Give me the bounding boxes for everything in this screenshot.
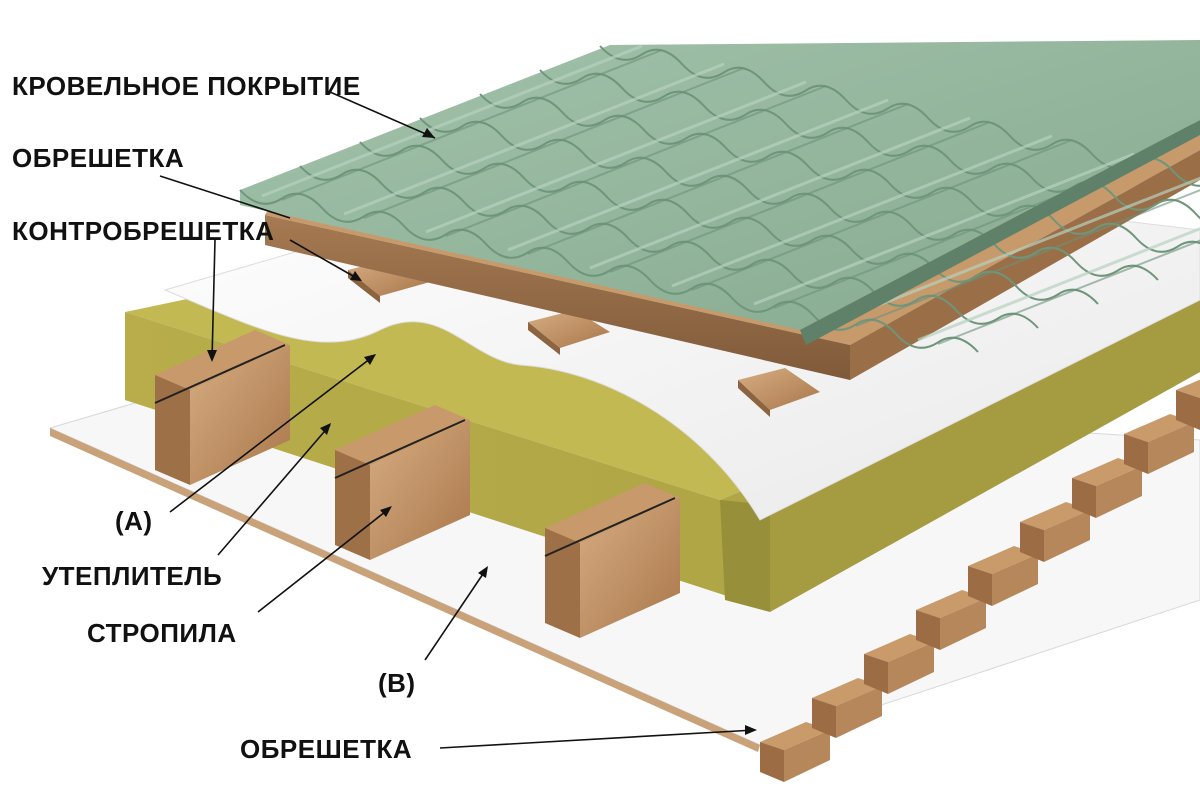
leader-counter-batten (289, 239, 361, 281)
tile-ridge-highlight (343, 62, 725, 216)
bottom-batten-side (760, 742, 784, 782)
tile-ridge-highlight (753, 152, 1135, 306)
rafters (154, 330, 680, 638)
rafter-seam (334, 419, 466, 479)
bottom-batten-front (836, 686, 882, 738)
bottom-battens (760, 379, 1200, 782)
rafter-side (545, 528, 580, 638)
leader-counter-batten-down (211, 239, 216, 361)
bottom-batten-front (940, 598, 986, 650)
bottom-batten-front (888, 642, 934, 694)
bottom-batten-side (968, 566, 992, 606)
label-membrane-b: (В) (378, 668, 416, 698)
bottom-batten-side (812, 698, 836, 738)
label-counter-batten: КОНТРОБРЕШЕТКА (12, 216, 274, 246)
label-batten-bottom: ОБРЕШЕТКА (240, 734, 412, 764)
bottom-batten (1176, 379, 1200, 398)
rafter-seam (544, 497, 676, 557)
bottom-batten-front (1148, 422, 1194, 474)
tile-row-edge (479, 93, 1200, 253)
bottom-batten-side (1124, 434, 1148, 474)
leader-roof-covering (329, 91, 436, 139)
tile-ridge-shadow (363, 67, 745, 219)
tile-row-edge (299, 165, 1039, 329)
tile-ridge-shadow (281, 49, 663, 201)
label-membrane-a: (А) (115, 506, 153, 536)
leader-rafters (257, 507, 391, 613)
tile-ridge-highlight (425, 80, 807, 234)
tile-ridge-highlight (589, 116, 971, 270)
tile-ridge-shadow (691, 139, 1073, 291)
rafter-end (580, 498, 680, 638)
leader-lines (159, 91, 757, 749)
tile-ridge-shadow (527, 103, 909, 255)
rafter-end (370, 420, 470, 560)
leader-batten-top (159, 175, 291, 219)
tile-row-edge (599, 45, 1200, 187)
rafter-top (545, 483, 680, 543)
rafter-end (190, 345, 290, 485)
rafter-side (155, 375, 190, 485)
bottom-batten-front (784, 730, 830, 782)
bottom-batten-front (1044, 510, 1090, 562)
label-batten-top: ОБРЕШЕТКА (12, 143, 184, 173)
leader-batten-bottom (439, 729, 756, 749)
bottom-batten (812, 678, 882, 706)
tile-ridge-highlight (507, 98, 889, 252)
rafter-seam (154, 344, 286, 404)
tile-ridge-shadow (937, 239, 1200, 345)
rafter-top (155, 330, 290, 390)
label-rafters: СТРОПИЛА (87, 618, 237, 648)
bottom-batten (916, 590, 986, 618)
bottom-batten (864, 634, 934, 662)
bottom-batten (1020, 502, 1090, 530)
bottom-batten-front (1096, 466, 1142, 518)
tile-ridge-highlight (671, 134, 1053, 288)
leader-membrane-a (169, 354, 376, 513)
tile-ridge-shadow (445, 85, 827, 237)
leader-membrane-b (424, 567, 488, 661)
tile-ridge-shadow (609, 121, 991, 273)
tile-ridge-highlight (261, 44, 643, 198)
tile-ridge-highlight (917, 227, 1200, 342)
tile-row-edge (239, 189, 979, 353)
label-roof-covering: КРОВЕЛЬНОЕ ПОКРЫТИЕ (12, 71, 361, 101)
tile-row-edge (539, 69, 1200, 220)
label-insulation: УТЕПЛИТЕЛЬ (42, 561, 222, 591)
bottom-batten-side (1020, 522, 1044, 562)
rafter-side (335, 450, 370, 560)
bottom-batten (1124, 414, 1194, 442)
bottom-batten-side (864, 654, 888, 694)
tile-row-edge (419, 117, 1159, 281)
bottom-batten-side (916, 610, 940, 650)
tile-row-edge (359, 141, 1099, 305)
bottom-batten (968, 546, 1038, 574)
bottom-batten-front (992, 554, 1038, 606)
roof-tiles (239, 40, 1200, 353)
leader-insulation (217, 424, 331, 556)
bottom-batten (760, 722, 830, 750)
bottom-batten (1072, 458, 1142, 486)
rafter-top (335, 405, 470, 465)
bottom-batten-side (1072, 478, 1096, 518)
tile-ridge-highlight (835, 176, 1200, 324)
tile-ridge-shadow (855, 189, 1200, 327)
bottom-batten-side (1176, 390, 1200, 430)
